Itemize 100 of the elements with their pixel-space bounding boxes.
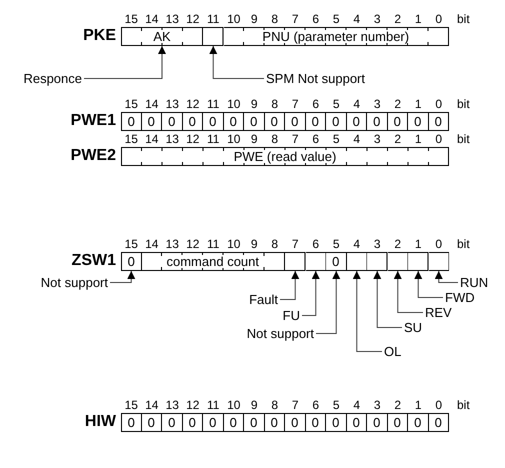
bit-number: 2 <box>393 97 402 111</box>
bit-field <box>285 252 306 271</box>
bit-field <box>388 252 408 271</box>
bit-number: 1 <box>414 398 423 412</box>
bit-number: 0 <box>434 237 444 251</box>
bit-field: 0 <box>162 413 182 432</box>
bit-field: 0 <box>142 413 162 432</box>
bit-number: 3 <box>372 237 382 251</box>
bit-field: 0 <box>224 413 244 432</box>
bit-number: 0 <box>434 398 444 412</box>
bit-field: 0 <box>346 112 367 131</box>
bit-field: 0 <box>285 112 306 131</box>
bit-field: 0 <box>326 112 346 131</box>
bit-number: 2 <box>393 237 402 251</box>
bit-field <box>306 252 326 271</box>
callout-label: OL <box>384 344 402 359</box>
bit-number: 11 <box>206 398 220 412</box>
bit-number: 1 <box>414 12 423 26</box>
bit-field: 0 <box>121 252 142 271</box>
callout-label: Not support <box>246 326 314 341</box>
bit-number: 2 <box>393 12 402 26</box>
bit-field: 0 <box>367 413 388 432</box>
bit-field: 0 <box>182 413 203 432</box>
bit-number: 8 <box>270 97 280 111</box>
bit-number: 4 <box>352 132 362 146</box>
bit-field: 0 <box>264 413 285 432</box>
bit-field: 0 <box>346 413 367 432</box>
bit-field: 0 <box>388 112 408 131</box>
register-name: PWE1 <box>70 112 116 130</box>
bit-number: 4 <box>352 237 362 251</box>
bit-number: 15 <box>124 132 139 146</box>
leader-line <box>110 270 136 283</box>
bit-number: 5 <box>332 12 341 26</box>
leader-line <box>394 270 424 313</box>
unit-label: bit <box>457 97 470 111</box>
bit-field <box>203 27 224 46</box>
callout-label: REV <box>425 305 452 320</box>
bit-number: 13 <box>164 237 180 251</box>
bit-number: 10 <box>226 398 242 412</box>
leader-line <box>373 270 402 328</box>
register-name: ZSW1 <box>72 252 116 270</box>
bit-number: 5 <box>332 398 341 412</box>
bit-field: 0 <box>428 413 449 432</box>
bit-number: 12 <box>185 12 200 26</box>
leader-line <box>302 270 320 316</box>
bit-number: 9 <box>250 237 259 251</box>
leader-line <box>84 46 166 79</box>
bit-field: 0 <box>203 413 224 432</box>
bit-field: 0 <box>367 112 388 131</box>
bit-field: 0 <box>388 413 408 432</box>
bit-number: 4 <box>352 12 362 26</box>
callout-label: Fault <box>249 292 278 307</box>
bit-number: 2 <box>393 398 402 412</box>
callout-label: Responce <box>23 71 82 86</box>
bit-number: 7 <box>290 132 300 146</box>
bit-field <box>408 252 428 271</box>
bit-number: 12 <box>185 132 200 146</box>
bit-number: 1 <box>414 132 423 146</box>
bit-field <box>346 252 367 271</box>
bit-number: 10 <box>226 12 242 26</box>
callout-label: FWD <box>445 290 475 305</box>
bit-field: 0 <box>121 112 142 131</box>
bit-field: 0 <box>224 112 244 131</box>
bit-field <box>367 252 388 271</box>
bit-number: 6 <box>311 132 320 146</box>
unit-label: bit <box>457 132 470 146</box>
bit-field: 0 <box>142 112 162 131</box>
callout-label: FU <box>282 308 300 323</box>
bit-number: 7 <box>290 398 300 412</box>
bit-number: 14 <box>144 398 160 412</box>
leader-line <box>352 270 382 352</box>
bit-number: 1 <box>414 237 423 251</box>
bit-number: 13 <box>164 132 180 146</box>
bit-number: 5 <box>332 97 341 111</box>
callout-label: SU <box>404 320 422 335</box>
bit-number: 5 <box>332 132 341 146</box>
bit-number: 14 <box>144 12 160 26</box>
bit-field: 0 <box>285 413 306 432</box>
bit-field: 0 <box>203 112 224 131</box>
callout-label: SPM Not support <box>266 71 365 86</box>
bit-number: 15 <box>124 12 139 26</box>
bit-number: 6 <box>311 12 320 26</box>
register-name: PKE <box>83 27 116 45</box>
bit-number: 8 <box>270 12 280 26</box>
register-name: HIW <box>84 413 116 431</box>
bit-number: 7 <box>290 237 300 251</box>
callout-label: RUN <box>460 275 488 290</box>
bit-number: 3 <box>372 12 382 26</box>
bit-field: 0 <box>306 413 326 432</box>
bit-number: 15 <box>124 97 139 111</box>
bit-number: 4 <box>352 97 362 111</box>
bit-field: 0 <box>326 413 346 432</box>
bit-field: 0 <box>408 112 428 131</box>
bit-number: 11 <box>206 237 220 251</box>
leader-line <box>209 46 264 79</box>
bit-number: 8 <box>270 398 280 412</box>
bit-field: 0 <box>182 112 203 131</box>
bit-number: 15 <box>124 237 139 251</box>
bit-field <box>428 252 449 271</box>
bit-number: 14 <box>144 237 160 251</box>
